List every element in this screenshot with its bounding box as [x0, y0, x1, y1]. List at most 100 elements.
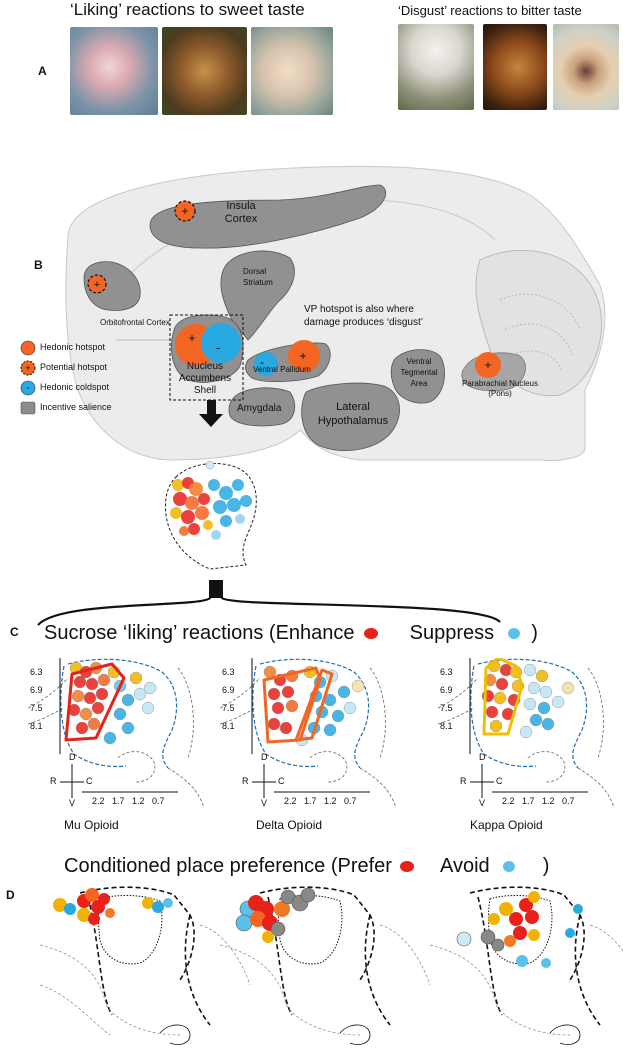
svg-text:-: -	[216, 340, 220, 355]
legend-salience-label: Incentive salience	[40, 402, 112, 412]
site-dot	[285, 699, 299, 713]
legend-hotspot-icon	[20, 340, 36, 356]
cpp-maps	[39, 886, 623, 1045]
hotspot-boundary	[64, 662, 126, 742]
compass-d-label: D	[69, 752, 76, 762]
insula-region	[149, 184, 386, 249]
svg-text:-: -	[26, 383, 29, 394]
nacc-coldspot-icon	[201, 323, 241, 363]
x-tick-label: 1.2	[324, 796, 337, 806]
legend-coldspot-label: Hedonic coldspot	[40, 382, 110, 392]
panel-c-title-text: Sucrose ‘liking’ reactions (Enhance	[44, 622, 355, 644]
nacc-zoom-map	[165, 460, 257, 570]
amygdala-region	[228, 387, 296, 427]
site-dot	[271, 701, 285, 715]
prefer-dot-icon	[399, 861, 414, 873]
x-tick-label: 0.7	[562, 796, 575, 806]
avoid-dot-icon	[503, 861, 516, 873]
compass-r-label: R	[242, 776, 249, 786]
x-tick-label: 0.7	[152, 796, 165, 806]
brain-contour	[527, 667, 615, 809]
x-tick-label: 2.2	[284, 796, 297, 806]
site-dot	[331, 709, 345, 723]
liking-map-3	[437, 658, 615, 809]
site-dot	[143, 681, 157, 695]
site-dot	[83, 691, 97, 705]
nacc-label: Nucleus Accumbens Shell	[178, 361, 232, 396]
nacc-zoom-box	[169, 314, 244, 401]
site-dot	[343, 701, 357, 715]
orbitofrontal-label: Orbitofrontal Cortex	[100, 318, 170, 327]
site-dot	[281, 685, 295, 699]
site-dot	[337, 685, 351, 699]
panel-a-letter: A	[38, 64, 47, 78]
x-tick-label: 0.7	[344, 796, 357, 806]
brace-connector	[37, 580, 501, 626]
legend-hotspot-label: Hedonic hotspot	[40, 342, 106, 352]
map-title: Kappa Opioid	[470, 818, 543, 832]
infant-disgust-photo	[553, 24, 619, 110]
svg-text:+: +	[181, 204, 188, 218]
down-arrow-icon	[199, 400, 223, 427]
compass-v-label: V	[479, 798, 486, 808]
y-tick-label: 6.3	[30, 667, 43, 677]
brain-contour	[117, 667, 205, 809]
site-dot	[539, 685, 553, 699]
y-tick-label: 6.3	[440, 667, 453, 677]
site-dot	[493, 691, 507, 705]
brain-contour-left	[27, 677, 69, 725]
dorsal-striatum-region	[220, 250, 295, 341]
panel-d-avoid-text: Avoid	[439, 855, 490, 877]
site-dot	[71, 689, 85, 703]
site-dot	[73, 675, 87, 689]
y-tick-label: 7.5	[222, 703, 235, 713]
x-tick-label: 1.7	[522, 796, 535, 806]
y-tick-label: 6.9	[440, 685, 453, 695]
site-dot	[561, 681, 575, 695]
brain-sagittal-diagram: + + + - - + + + -	[20, 165, 606, 461]
panel-d-title-text: Conditioned place preference (Prefer	[64, 855, 392, 877]
x-tick-label: 2.2	[502, 796, 515, 806]
site-dot	[523, 663, 537, 677]
svg-text:+: +	[484, 358, 491, 372]
compass-v-label: V	[69, 798, 76, 808]
suppress-dot-icon	[507, 628, 520, 640]
y-tick-label: 6.9	[30, 685, 43, 695]
panel-c-letter: C	[10, 625, 19, 639]
site-dot	[267, 717, 281, 731]
site-dot	[95, 687, 109, 701]
site-dot	[121, 693, 135, 707]
orbitofrontal-region	[83, 261, 141, 311]
lateral-hypothalamus-region	[301, 382, 400, 451]
site-dot	[551, 695, 565, 709]
nacc-outline-inner	[470, 665, 537, 768]
y-tick-label: 8.1	[30, 721, 43, 731]
nacc-outline-inner	[60, 665, 127, 768]
compass-r-label: R	[460, 776, 467, 786]
site-dot	[75, 721, 89, 735]
site-dot	[121, 721, 135, 735]
ventral-pallidum-label: Ventral Pallidum	[253, 365, 311, 374]
x-tick-label: 2.2	[92, 796, 105, 806]
y-tick-label: 8.1	[222, 721, 235, 731]
legend-salience-icon	[20, 401, 36, 415]
nacc-outline-inner	[252, 665, 319, 768]
parabrachial-hotspot-icon	[475, 352, 501, 378]
brain-contour-left	[219, 677, 261, 725]
site-dot	[91, 701, 105, 715]
compass-c-label: C	[278, 776, 285, 786]
hotspot-boundary	[482, 658, 524, 736]
insula-label: Insula Cortex	[224, 200, 258, 225]
legend-potential-label: Potential hotspot	[40, 362, 108, 372]
x-tick-label: 1.2	[542, 796, 555, 806]
orangutan-liking-photo	[162, 27, 247, 115]
y-tick-label: 6.9	[222, 685, 235, 695]
map-title: Mu Opioid	[64, 818, 119, 832]
site-dot	[537, 701, 551, 715]
nacc-outline	[259, 658, 370, 769]
rat-disgust-photo	[398, 24, 474, 110]
svg-text:+: +	[94, 279, 100, 291]
site-dot	[541, 717, 555, 731]
compass-d-label: D	[261, 752, 268, 762]
svg-text:+: +	[25, 363, 30, 373]
